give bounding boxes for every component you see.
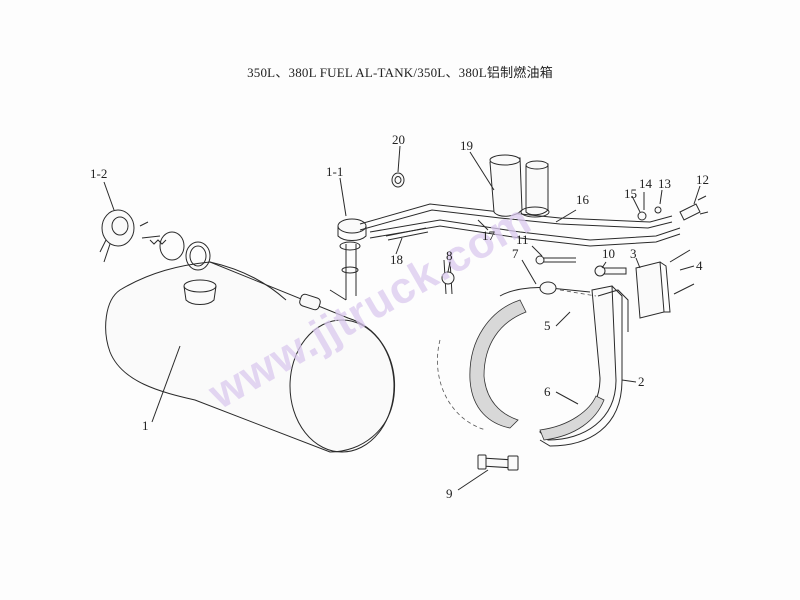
- callout-1: 1: [142, 418, 149, 433]
- callout-10: 10: [602, 246, 615, 261]
- callout-13: 13: [658, 176, 671, 191]
- fittings: [535, 195, 709, 265]
- callout-11: 11: [516, 232, 529, 247]
- callout-17: 17: [482, 228, 496, 243]
- callout-6: 6: [544, 384, 551, 399]
- callout-9: 9: [446, 486, 453, 501]
- fuel-lines: [359, 203, 681, 247]
- callout-4: 4: [696, 258, 703, 273]
- mounting-bracket: [441, 249, 695, 319]
- diagram-title: 350L、380L FUEL AL-TANK/350L、380L铝制燃油箱: [247, 65, 553, 80]
- callout-labels: 1-2 1-1 20 19 16 14 13 15 12 17 11 18 8 …: [90, 132, 709, 501]
- callout-leaders: [103, 145, 701, 491]
- callout-16: 16: [576, 192, 590, 207]
- callout-8: 8: [446, 248, 453, 263]
- callout-15: 15: [624, 186, 637, 201]
- fuel-sender-unit: [329, 218, 367, 301]
- callout-1-2: 1-2: [90, 166, 107, 181]
- bolt-part-9: [477, 454, 519, 471]
- filler-cap-assembly: [99, 209, 211, 271]
- fuel-filter: [489, 154, 550, 218]
- callout-12: 12: [696, 172, 709, 187]
- rubber-pad-and-band: [437, 281, 605, 441]
- fuel-tank: [105, 261, 396, 453]
- callout-3: 3: [630, 246, 637, 261]
- callout-7: 7: [512, 246, 519, 261]
- callout-19: 19: [460, 138, 473, 153]
- callout-14: 14: [639, 176, 653, 191]
- callout-20: 20: [392, 132, 405, 147]
- callout-1-1: 1-1: [326, 164, 343, 179]
- callout-18: 18: [390, 252, 403, 267]
- strap-part-18: [385, 227, 429, 241]
- callout-2: 2: [638, 374, 645, 389]
- clamp-part-20: [391, 172, 405, 188]
- callout-5: 5: [544, 318, 551, 333]
